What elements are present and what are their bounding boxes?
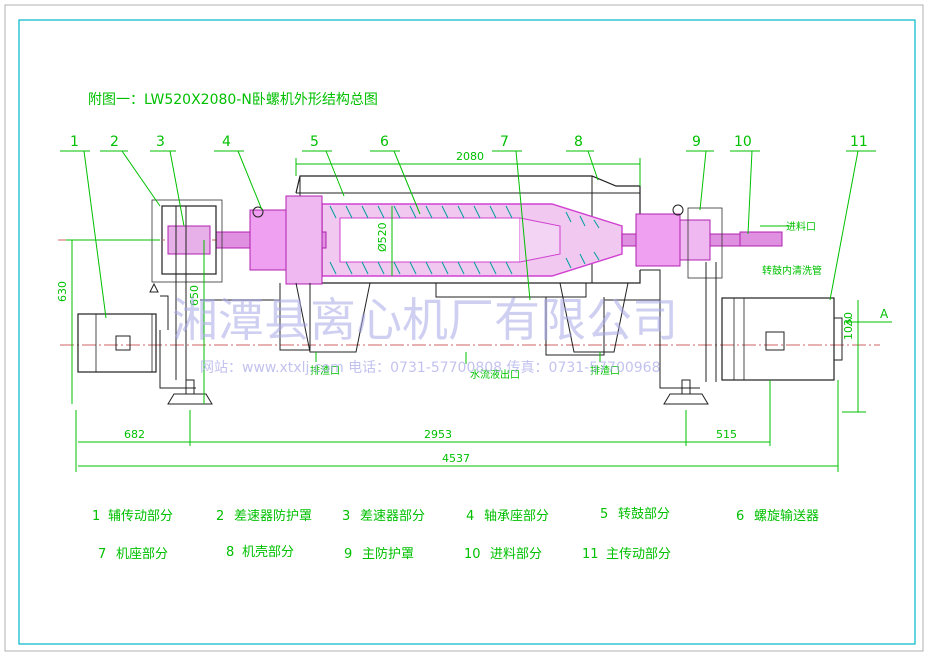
label-discharge-right: 排渣口	[590, 364, 620, 377]
legend-num-4: 4	[466, 509, 474, 524]
legend-label-2: 差速器防护罩	[234, 508, 312, 524]
callout-11: 11	[850, 134, 868, 150]
legend-label-5: 转鼓部分	[618, 507, 670, 522]
callout-7: 7	[500, 134, 509, 150]
callout-9: 9	[692, 134, 701, 150]
callout-8: 8	[574, 134, 583, 150]
legend-label-4: 轴承座部分	[484, 509, 549, 524]
legend-label-1: 辅传动部分	[108, 509, 173, 524]
dim-1030: 1030	[842, 312, 855, 340]
centrifuge-body	[77, 175, 843, 405]
legend-label-10: 进料部分	[490, 547, 542, 562]
dim-2080: 2080	[456, 150, 484, 163]
parts-legend: 1 辅传动部分 2 差速器防护罩 3 差速器部分 4 轴承座部分 5 转鼓部分 …	[92, 507, 819, 562]
dim-520: Ø520	[376, 222, 389, 252]
callout-numbers: 1 2 3 4 5 6 7 8 9 10 11	[70, 134, 868, 150]
label-feed-inlet: 进料口	[786, 220, 816, 233]
drawing-title: 附图一：LW520X2080-N卧螺机外形结构总图	[88, 92, 378, 108]
legend-num-1: 1	[92, 509, 100, 524]
sheet-inner-border	[18, 19, 916, 645]
sheet-outer-border	[4, 4, 924, 652]
callout-leaders	[60, 150, 876, 319]
legend-num-7: 7	[98, 547, 106, 562]
label-liquid-outlet: 水流液出口	[470, 368, 520, 381]
dimension-lines	[66, 158, 892, 472]
callout-1: 1	[70, 134, 79, 150]
legend-label-9: 主防护罩	[362, 546, 414, 562]
legend-num-9: 9	[344, 547, 352, 562]
dim-4537: 4537	[442, 452, 470, 465]
legend-label-7: 机座部分	[116, 547, 168, 562]
label-discharge-left: 排渣口	[310, 364, 340, 377]
legend-num-5: 5	[600, 507, 608, 522]
view-a-label: A	[880, 307, 889, 321]
legend-num-10: 10	[464, 547, 481, 562]
legend-num-3: 3	[342, 509, 350, 524]
callout-2: 2	[110, 134, 119, 150]
callout-10: 10	[734, 134, 752, 150]
legend-num-11: 11	[582, 547, 599, 562]
legend-label-3: 差速器部分	[360, 509, 425, 524]
watermark-contact: 网站：www.xtxlj.com 电话：0731-57700808 传真：073…	[200, 360, 660, 376]
callout-5: 5	[310, 134, 319, 150]
legend-num-6: 6	[736, 509, 744, 524]
legend-label-6: 螺旋输送器	[754, 508, 819, 524]
dim-2953: 2953	[424, 428, 452, 441]
dim-650: 650	[188, 285, 201, 306]
dim-515: 515	[716, 428, 737, 441]
callout-4: 4	[222, 134, 231, 150]
callout-3: 3	[156, 134, 165, 150]
legend-label-8: 机壳部分	[242, 545, 294, 560]
legend-num-2: 2	[216, 509, 224, 524]
callout-6: 6	[380, 134, 389, 150]
label-drum-flush-pipe: 转鼓内清洗管	[762, 264, 822, 277]
watermark-company: 湘潭县离心机厂有限公司	[172, 293, 678, 347]
dim-630: 630	[56, 281, 69, 302]
legend-label-11: 主传动部分	[606, 547, 671, 562]
legend-num-8: 8	[226, 545, 234, 560]
dim-682: 682	[124, 428, 145, 441]
